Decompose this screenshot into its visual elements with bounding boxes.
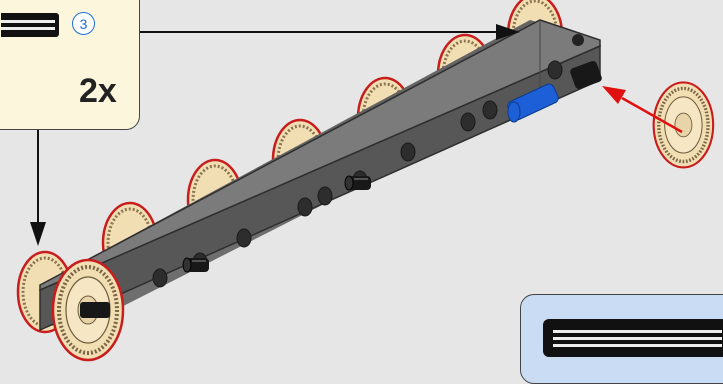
- quantity-label: 2x: [79, 72, 117, 110]
- callout-arrow-top: [140, 24, 520, 40]
- axle-stub: [80, 302, 110, 318]
- parts-needed-box: [520, 294, 723, 384]
- assembly-illustration: [16, 0, 715, 362]
- red-attach-arrow: [602, 86, 683, 134]
- sub-assembly-callout: 3 2x: [0, 0, 140, 130]
- end-axle-pin: [570, 61, 602, 89]
- axle-length-badge: 3: [72, 12, 95, 35]
- callout-arrow-down: [30, 130, 46, 246]
- blue-axle-pin: [507, 83, 559, 123]
- axle-icon: [1, 13, 59, 37]
- axle-icon: [543, 319, 723, 357]
- liftarm-beam: [39, 19, 601, 332]
- wheel-to-attach: [651, 80, 715, 170]
